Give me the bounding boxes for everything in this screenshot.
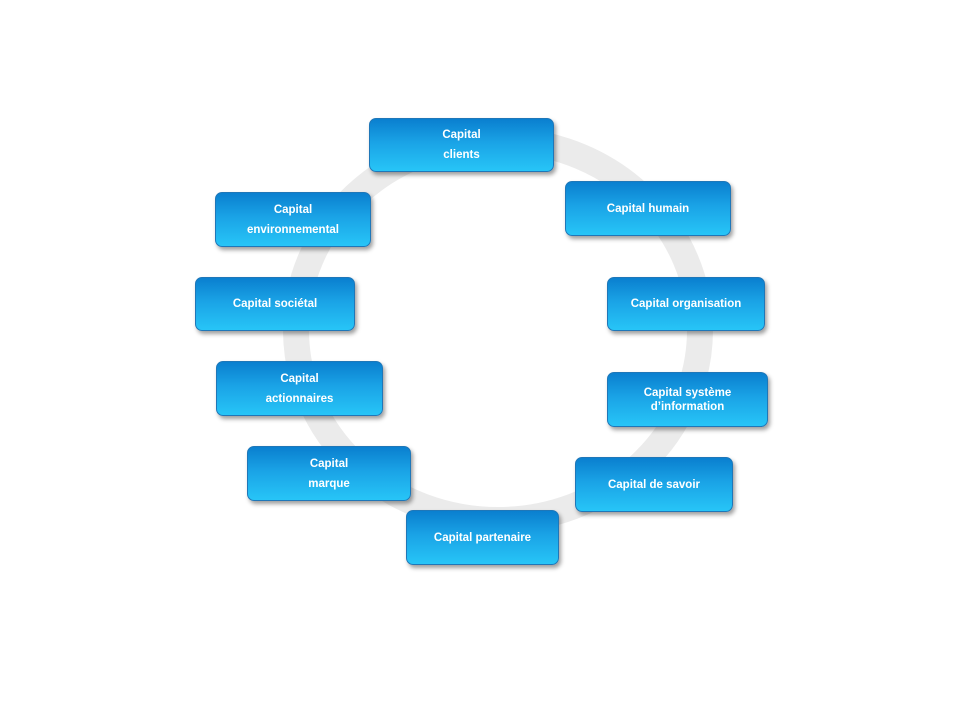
node-label-line2: marque [308,477,350,490]
node-capital-organisation: Capital organisation [607,277,765,331]
node-capital-savoir: Capital de savoir [575,457,733,512]
node-label-line1: Capital système [643,386,732,399]
node-label-line1: Capital [309,457,349,470]
node-label-line2: actionnaires [265,392,334,405]
node-label-line1: Capital [273,203,313,216]
node-label: Capital sociétal [232,298,318,310]
node-label: Capital organisation [630,298,742,310]
node-capital-environnemental: Capital environnemental [215,192,371,247]
node-capital-systeme-information: Capital système d’information [607,372,768,427]
node-label-line2: environnemental [246,223,340,236]
node-capital-actionnaires: Capital actionnaires [216,361,383,416]
node-capital-clients: Capital clients [369,118,554,172]
node-label-line2: d’information [650,400,725,413]
node-capital-societal: Capital sociétal [195,277,355,331]
node-label: Capital partenaire [433,531,532,544]
node-capital-marque: Capital marque [247,446,411,501]
node-label-line2: clients [443,149,480,161]
node-label-line1: Capital [280,372,319,385]
node-capital-humain: Capital humain [565,181,731,236]
node-label: Capital humain [606,202,690,215]
node-label-line1: Capital [442,129,481,141]
node-capital-partenaire: Capital partenaire [406,510,559,565]
node-label: Capital de savoir [607,478,701,491]
